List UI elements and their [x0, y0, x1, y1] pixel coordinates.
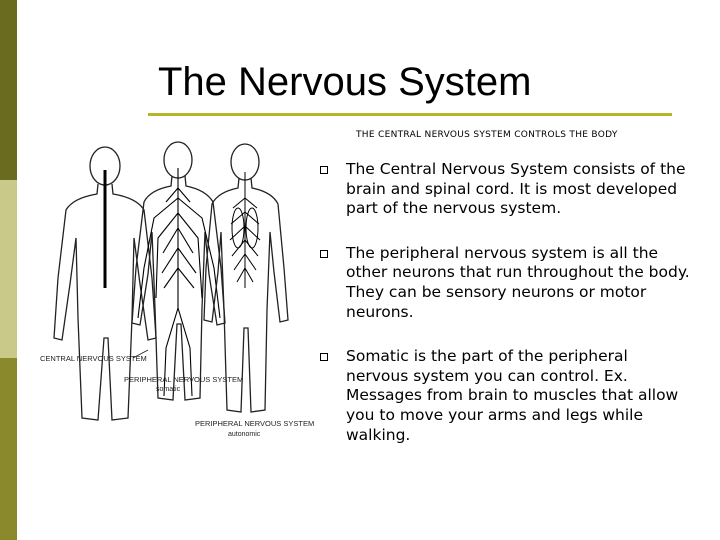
- bullet-item: Somatic is the part of the peripheral ne…: [320, 347, 690, 445]
- square-bullet-icon: [320, 166, 328, 174]
- bullet-text: Somatic is the part of the peripheral ne…: [346, 347, 679, 444]
- bullet-item: The peripheral nervous system is all the…: [320, 244, 690, 322]
- autonomic-body-figure: [203, 143, 289, 413]
- square-bullet-icon: [320, 249, 328, 258]
- side-bar-bottom: [0, 358, 17, 540]
- square-bullet-icon: [320, 353, 328, 362]
- label-peripheral-somatic: PERIPHERAL NERVOUS SYSTEM: [124, 375, 243, 384]
- side-bar-middle: [0, 180, 17, 358]
- bullet-item: The Central Nervous System consists of t…: [320, 160, 690, 219]
- somatic-nerves: [137, 168, 221, 397]
- side-bar-top: [0, 0, 17, 180]
- label-somatic: somatic: [156, 386, 181, 393]
- label-autonomic: autonomic: [228, 431, 261, 438]
- slide-title: The Nervous System: [158, 60, 532, 104]
- bullet-list: The Central Nervous System consists of t…: [320, 160, 690, 470]
- autonomic-nerves: [229, 172, 261, 288]
- body-illustration: CENTRAL NERVOUS SYSTEM PERIPHERAL NERVOU…: [40, 141, 314, 438]
- side-color-bar: [0, 0, 17, 540]
- bullet-text: The Central Nervous System consists of t…: [346, 160, 686, 218]
- nervous-system-figure: CENTRAL NERVOUS SYSTEM PERIPHERAL NERVOU…: [38, 128, 338, 458]
- title-underline: [148, 113, 672, 116]
- bullet-text: The peripheral nervous system is all the…: [346, 243, 690, 321]
- label-central-leader: [132, 349, 149, 359]
- figure-caption: THE CENTRAL NERVOUS SYSTEM CONTROLS THE …: [356, 130, 618, 140]
- label-central-nervous-system: CENTRAL NERVOUS SYSTEM: [40, 354, 147, 363]
- label-peripheral-autonomic: PERIPHERAL NERVOUS SYSTEM: [195, 419, 314, 428]
